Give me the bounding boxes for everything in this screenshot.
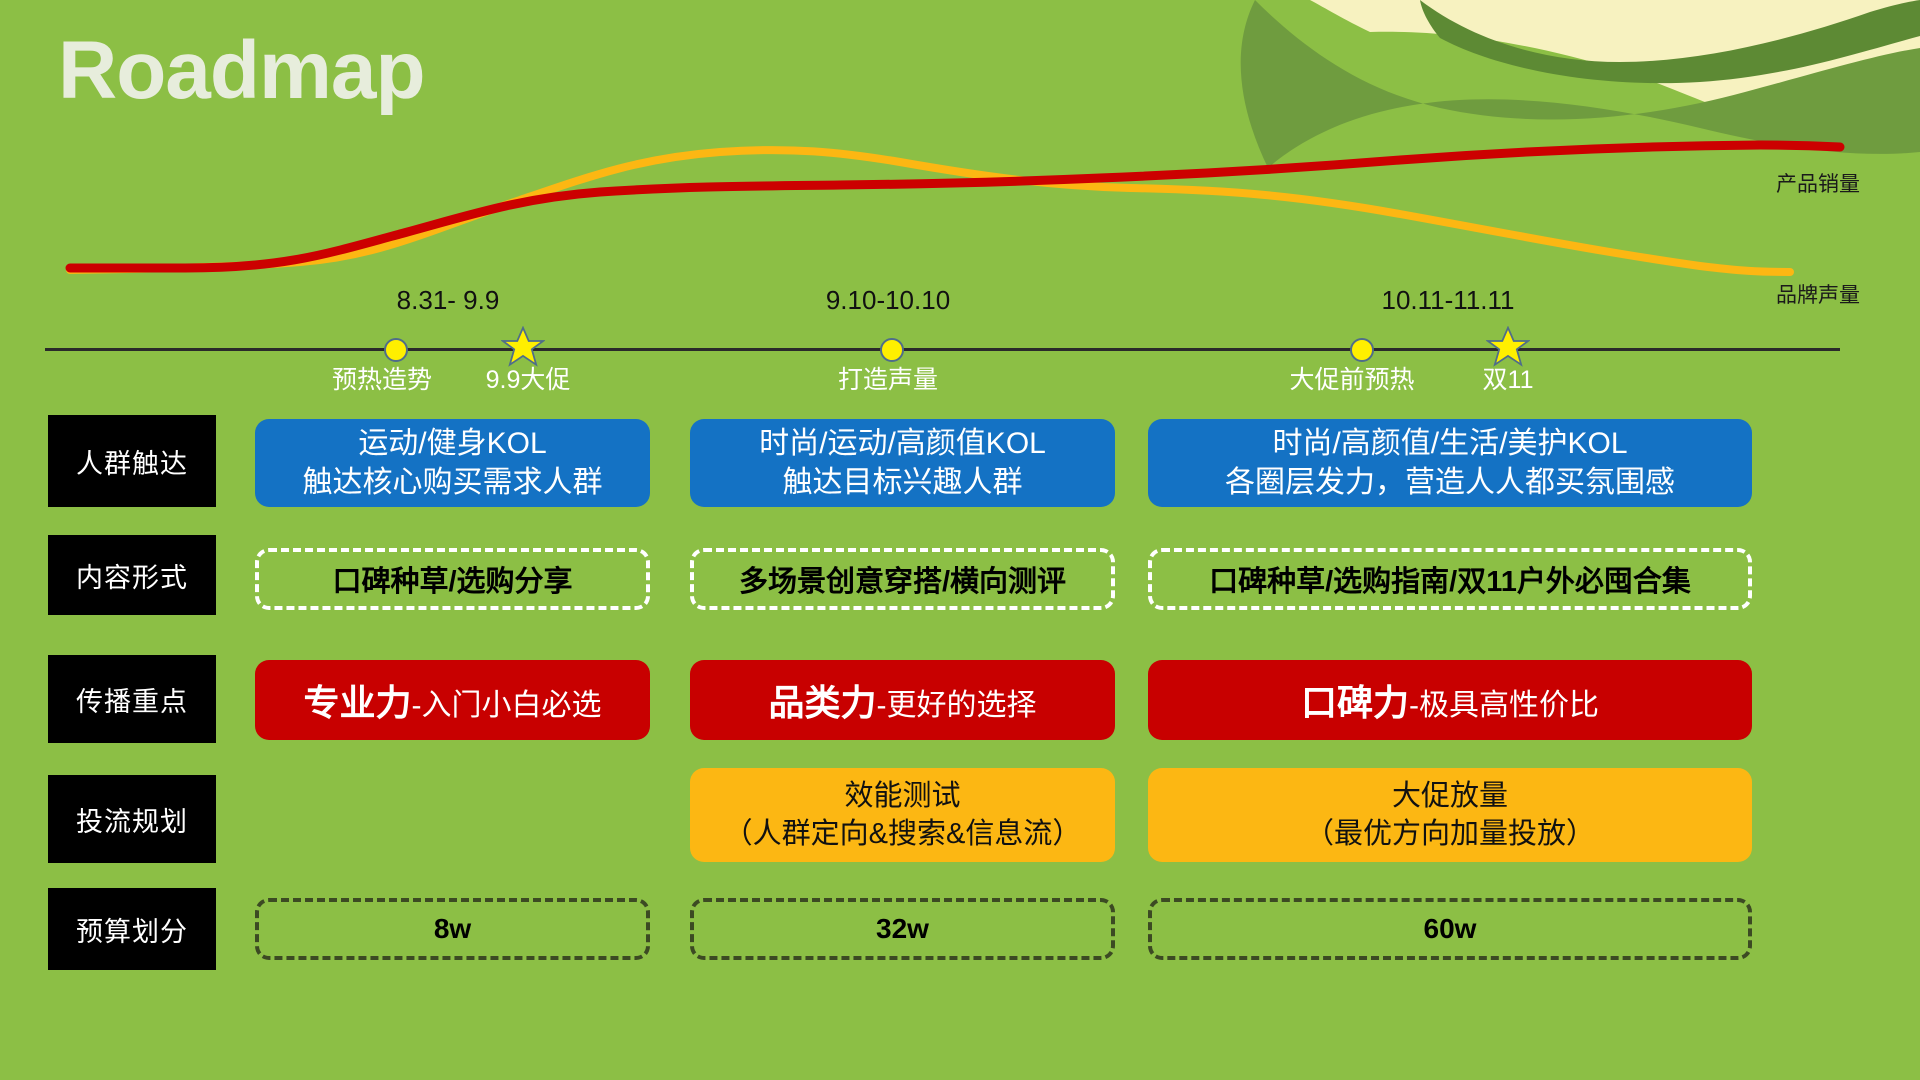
cell-budget-phase3-text: 60w xyxy=(1423,913,1477,944)
row-label-audience-text: 人群触达 xyxy=(76,448,188,479)
timeline-dot-3[interactable] xyxy=(1350,338,1374,362)
timeline-caption-5: 双11 xyxy=(1482,366,1534,394)
cell-messaging-phase3[interactable]: 口碑力-极具高性价比 xyxy=(1148,660,1752,740)
cell-audience-phase2-line2: 触达目标兴趣人群 xyxy=(782,466,1023,499)
row-label-budget: 预算划分 xyxy=(48,888,216,970)
legend-product-sales: 产品销量 xyxy=(1776,173,1860,196)
row-label-messaging: 传播重点 xyxy=(48,655,216,743)
cell-media-phase2-line1: 效能测试 xyxy=(844,779,961,812)
star-icon-double11[interactable] xyxy=(1486,326,1530,370)
timeline-dot-2[interactable] xyxy=(880,338,904,362)
cell-messaging-phase3-rest: -极具高性价比 xyxy=(1409,689,1599,722)
star-icon-99[interactable] xyxy=(501,326,545,370)
timeline-caption-1: 预热造势 xyxy=(331,366,433,394)
timeline-caption-2: 9.9大促 xyxy=(485,366,571,394)
cell-content-phase2-text: 多场景创意穿搭/横向测评 xyxy=(738,566,1067,598)
cell-messaging-phase1-rest: -入门小白必选 xyxy=(411,689,602,722)
timeline-date-1: 8.31- 9.9 xyxy=(396,285,500,315)
row-label-messaging-text: 传播重点 xyxy=(76,686,188,717)
timeline-caption-3: 打造声量 xyxy=(837,366,939,394)
cell-budget-phase1[interactable]: 8w xyxy=(255,898,650,960)
cell-audience-phase3-line1: 时尚/高颜值/生活/美护KOL xyxy=(1272,427,1628,460)
cell-audience-phase1-line2: 触达核心购买需求人群 xyxy=(302,466,603,499)
row-label-media-text: 投流规划 xyxy=(76,806,188,837)
cell-audience-phase2[interactable]: 时尚/运动/高颜值KOL 触达目标兴趣人群 xyxy=(690,419,1115,507)
legend-brand-voice: 品牌声量 xyxy=(1776,284,1860,307)
cell-audience-phase2-line1: 时尚/运动/高颜值KOL xyxy=(759,427,1046,460)
cell-content-phase3[interactable]: 口碑种草/选购指南/双11户外必囤合集 xyxy=(1148,548,1752,610)
row-label-content: 内容形式 xyxy=(48,535,216,615)
page-title: Roadmap xyxy=(58,25,426,116)
cell-budget-phase2[interactable]: 32w xyxy=(690,898,1115,960)
voice-line xyxy=(66,146,1794,276)
sales-line xyxy=(65,140,1845,273)
cell-audience-phase3-line2: 各圈层发力，营造人人都买氛围感 xyxy=(1225,466,1675,499)
cell-media-phase2-line2: （人群定向&搜索&信息流） xyxy=(723,818,1082,850)
cell-messaging-phase2-rest: -更好的选择 xyxy=(876,689,1037,722)
row-label-media: 投流规划 xyxy=(48,775,216,863)
cell-content-phase3-text: 口碑种草/选购指南/双11户外必囤合集 xyxy=(1209,566,1691,598)
cell-content-phase1-text: 口碑种草/选购分享 xyxy=(332,566,573,598)
cell-budget-phase2-text: 32w xyxy=(876,913,929,944)
cell-media-phase3-line2: （最优方向加量投放） xyxy=(1304,818,1595,850)
cell-messaging-phase3-strong: 口碑力 xyxy=(1300,682,1409,723)
cell-audience-phase1[interactable]: 运动/健身KOL 触达核心购买需求人群 xyxy=(255,419,650,507)
timeline-dot-1[interactable] xyxy=(384,338,408,362)
timeline-date-3: 10.11-11.11 xyxy=(1381,285,1515,315)
cell-audience-phase1-line1: 运动/健身KOL xyxy=(358,427,547,460)
timeline-axis xyxy=(45,348,1840,351)
cell-budget-phase1-text: 8w xyxy=(433,913,472,944)
timeline-caption-4: 大促前预热 xyxy=(1289,366,1415,394)
cell-messaging-phase1-strong: 专业力 xyxy=(303,682,412,723)
row-label-audience: 人群触达 xyxy=(48,415,216,507)
trend-chart xyxy=(65,140,1845,276)
cell-budget-phase3[interactable]: 60w xyxy=(1148,898,1752,960)
cell-media-phase3[interactable]: 大促放量 （最优方向加量投放） xyxy=(1148,768,1752,862)
row-label-content-text: 内容形式 xyxy=(76,562,188,593)
cell-media-phase2[interactable]: 效能测试 （人群定向&搜索&信息流） xyxy=(690,768,1115,862)
cell-messaging-phase1[interactable]: 专业力-入门小白必选 xyxy=(255,660,650,740)
timeline-date-2: 9.10-10.10 xyxy=(825,285,951,315)
cell-content-phase2[interactable]: 多场景创意穿搭/横向测评 xyxy=(690,548,1115,610)
cell-messaging-phase2-strong: 品类力 xyxy=(768,682,877,723)
row-label-budget-text: 预算划分 xyxy=(76,916,188,947)
cell-audience-phase3[interactable]: 时尚/高颜值/生活/美护KOL 各圈层发力，营造人人都买氛围感 xyxy=(1148,419,1752,507)
cell-content-phase1[interactable]: 口碑种草/选购分享 xyxy=(255,548,650,610)
cell-messaging-phase2[interactable]: 品类力-更好的选择 xyxy=(690,660,1115,740)
cell-media-phase3-line1: 大促放量 xyxy=(1391,779,1508,812)
